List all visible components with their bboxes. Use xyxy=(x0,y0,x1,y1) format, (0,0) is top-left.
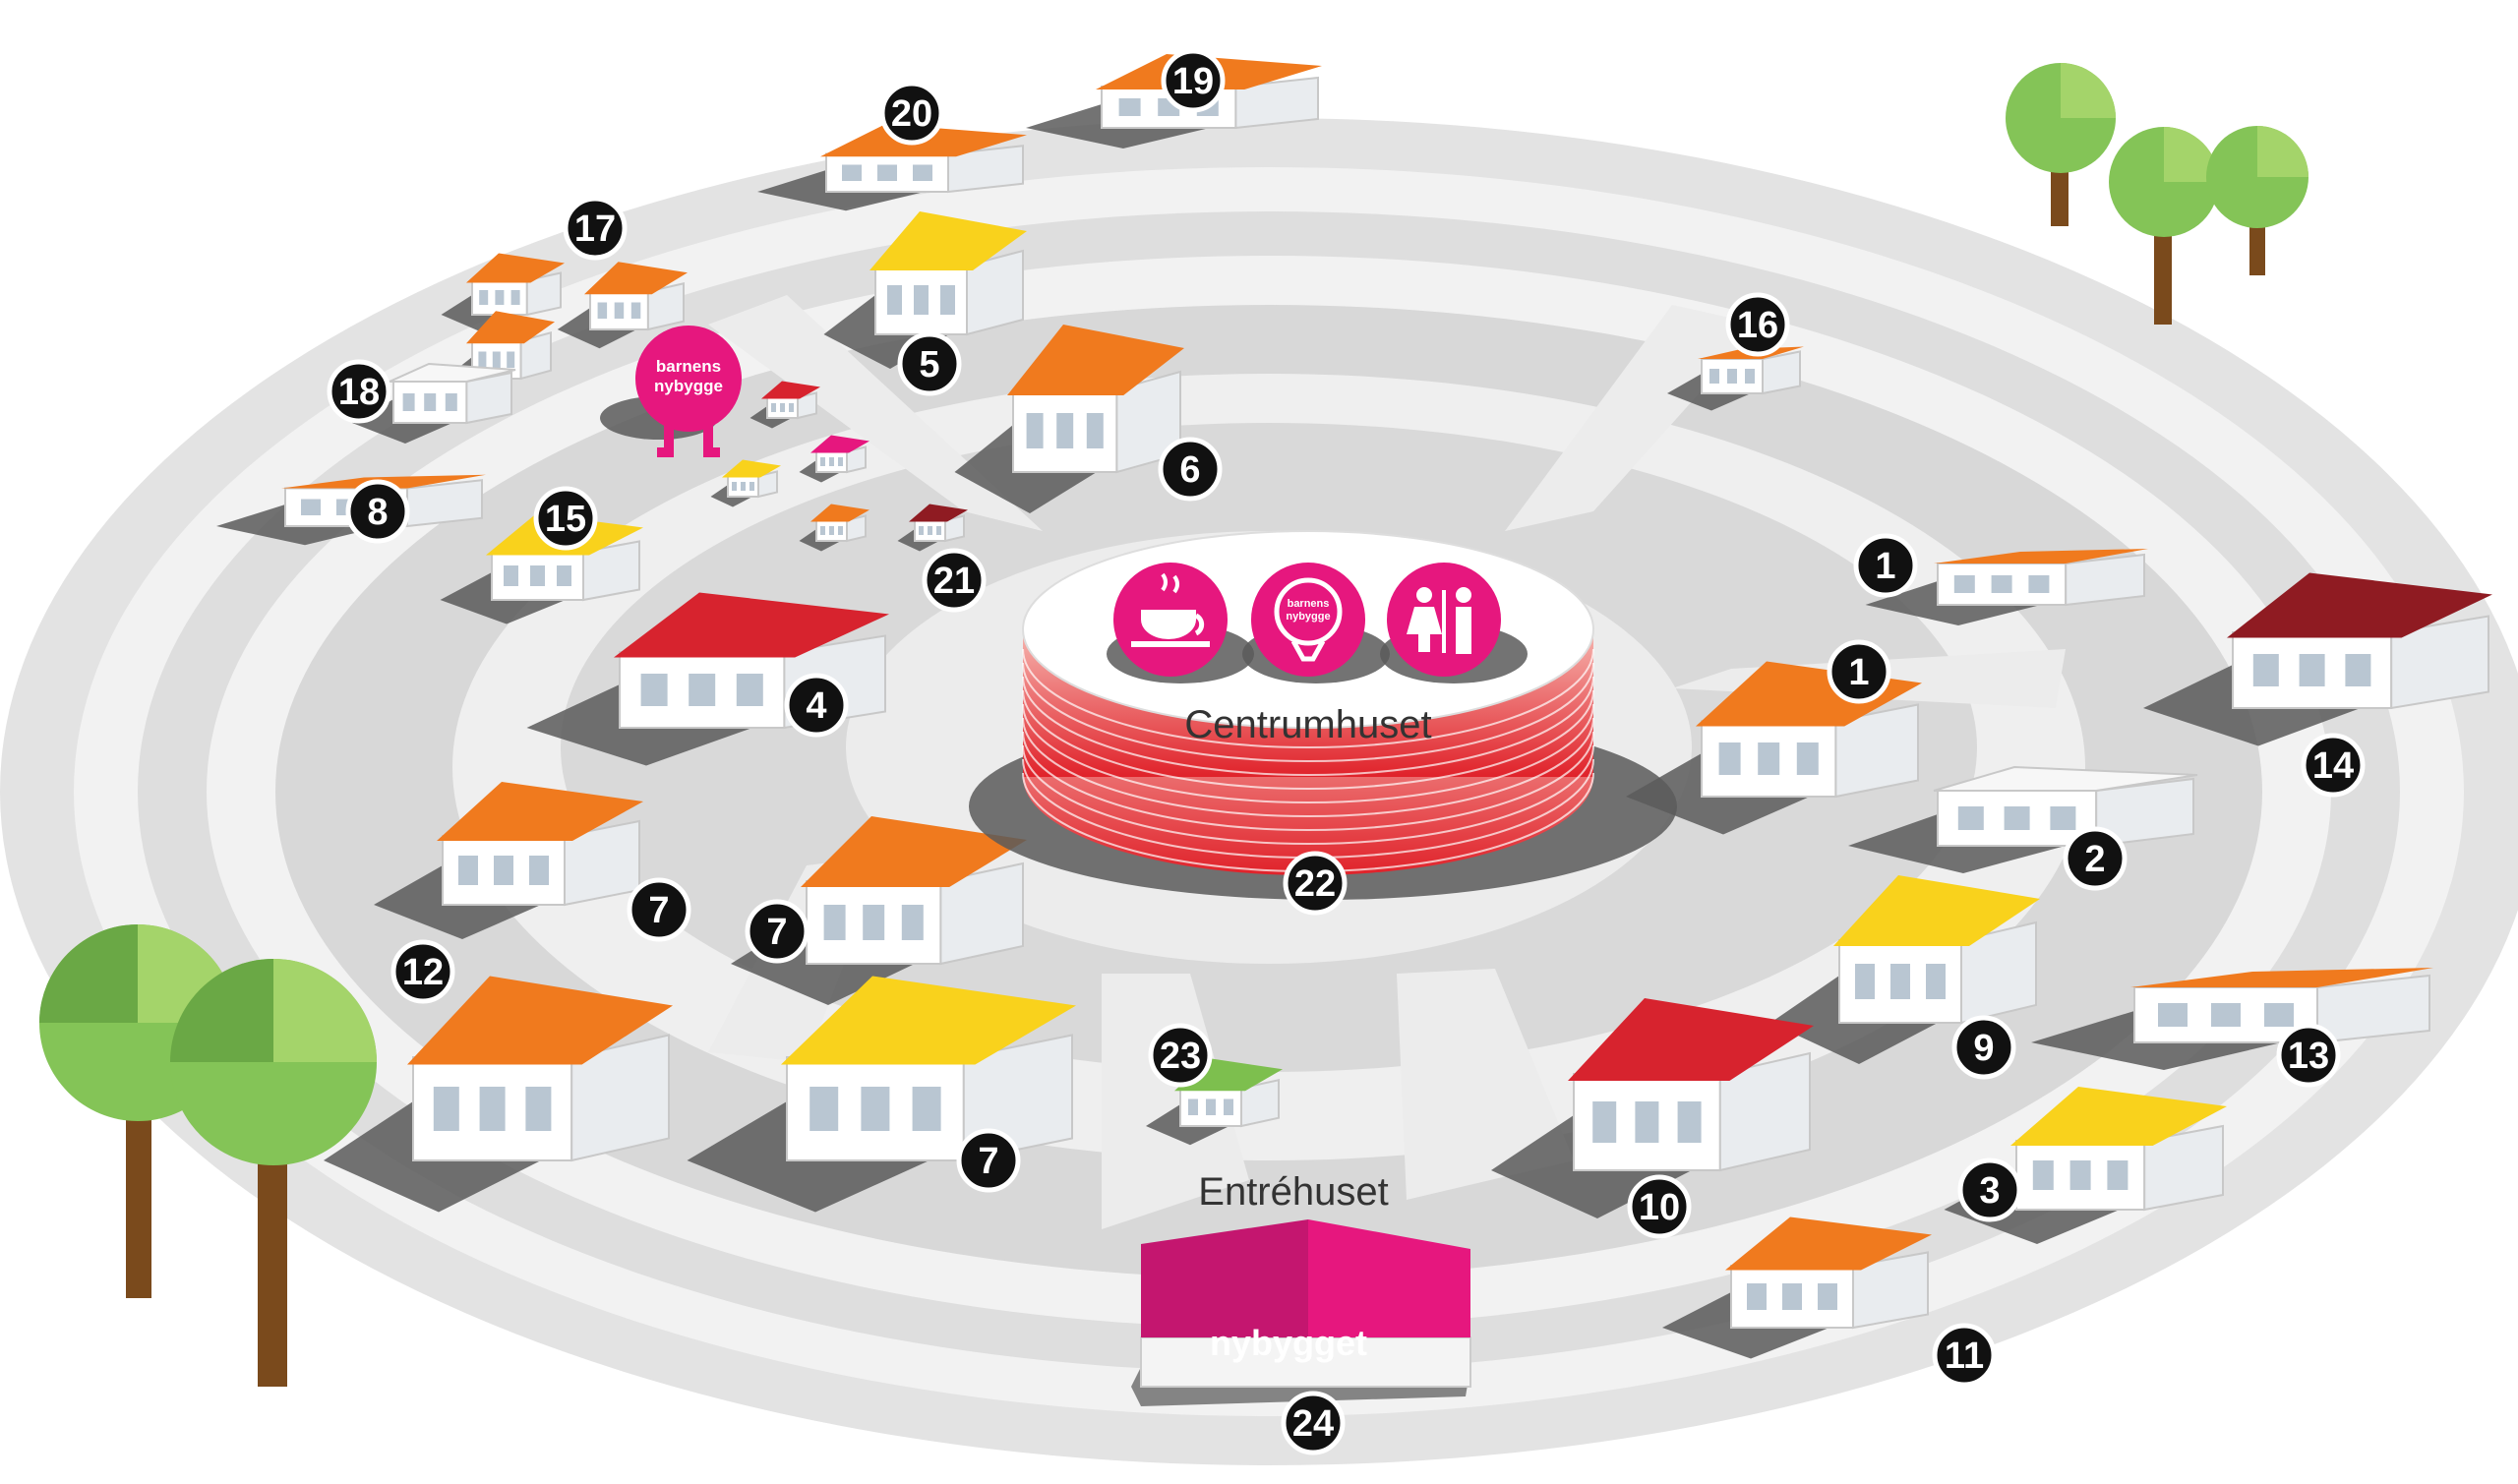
marker-label: 6 xyxy=(1179,449,1200,491)
marker-14[interactable]: 14 xyxy=(2301,733,2366,798)
entrehuset-label: Entréhuset xyxy=(1198,1170,1388,1214)
marker-10[interactable]: 10 xyxy=(1627,1174,1692,1239)
marker-label: 11 xyxy=(1945,1336,1984,1377)
house-9[interactable] xyxy=(1770,875,2040,1064)
marker-7[interactable]: 7 xyxy=(956,1128,1021,1193)
marker-7[interactable]: 7 xyxy=(627,877,691,942)
marker-label: 22 xyxy=(1294,863,1336,905)
house-7c[interactable] xyxy=(687,976,1077,1213)
marker-24[interactable]: 24 xyxy=(1281,1391,1346,1455)
nybygget-logo: nybygget xyxy=(1210,1323,1367,1363)
marker-label: 14 xyxy=(2312,745,2354,787)
house-1-north-east[interactable] xyxy=(1865,549,2149,625)
marker-label: 17 xyxy=(574,208,616,250)
marker-17[interactable]: 17 xyxy=(563,196,628,261)
marker-label: 1 xyxy=(1848,652,1869,693)
marker-label: 7 xyxy=(648,890,669,931)
kids-house-e[interactable] xyxy=(897,504,969,552)
svg-text:nybygge: nybygge xyxy=(1286,611,1330,623)
marker-6[interactable]: 6 xyxy=(1158,437,1223,502)
marker-23[interactable]: 23 xyxy=(1148,1023,1213,1088)
tree-cluster-left xyxy=(39,924,377,1387)
svg-text:barnens: barnens xyxy=(656,357,721,376)
marker-label: 7 xyxy=(766,912,787,953)
marker-label: 10 xyxy=(1639,1187,1680,1228)
marker-9[interactable]: 9 xyxy=(1951,1015,2016,1080)
marker-label: 16 xyxy=(1737,305,1778,346)
marker-20[interactable]: 20 xyxy=(879,81,944,146)
centrumhuset-building[interactable]: barnens nybygge Centrumhuset xyxy=(969,530,1677,900)
marker-11[interactable]: 11 xyxy=(1932,1323,1997,1388)
house-4[interactable] xyxy=(526,592,890,766)
marker-1[interactable]: 1 xyxy=(1827,639,1891,704)
svg-text:nybygge: nybygge xyxy=(654,377,723,395)
marker-label: 15 xyxy=(545,499,586,540)
barnens-nybygge-sign[interactable]: barnens nybygge xyxy=(600,326,742,457)
house-10[interactable] xyxy=(1491,998,1814,1218)
marker-label: 1 xyxy=(1875,546,1895,587)
marker-5[interactable]: 5 xyxy=(897,331,962,396)
house-12[interactable] xyxy=(324,976,673,1213)
restroom-icon xyxy=(1380,563,1528,683)
coffee-cup-icon xyxy=(1107,563,1254,683)
marker-18[interactable]: 18 xyxy=(327,359,391,424)
marker-12[interactable]: 12 xyxy=(390,939,455,1004)
kids-house-a[interactable] xyxy=(749,381,821,429)
number-markers: 1123456777891011121314151617181920212223… xyxy=(327,48,2366,1455)
marker-label: 21 xyxy=(933,561,975,602)
marker-1[interactable]: 1 xyxy=(1853,533,1918,598)
house-2[interactable] xyxy=(1848,765,2198,873)
marker-21[interactable]: 21 xyxy=(922,548,987,613)
marker-19[interactable]: 19 xyxy=(1161,48,1226,113)
house-7a[interactable] xyxy=(374,782,643,939)
house-8[interactable] xyxy=(216,474,486,546)
marker-7[interactable]: 7 xyxy=(745,899,809,964)
marker-label: 8 xyxy=(367,492,388,533)
marker-4[interactable]: 4 xyxy=(784,673,849,738)
marker-label: 12 xyxy=(402,952,444,993)
centrumhuset-label: Centrumhuset xyxy=(1184,703,1431,746)
house-18[interactable] xyxy=(352,362,516,444)
kids-house-b[interactable] xyxy=(799,435,870,483)
marker-label: 9 xyxy=(1973,1028,1994,1069)
marker-2[interactable]: 2 xyxy=(2063,826,2128,891)
marker-22[interactable]: 22 xyxy=(1283,851,1348,916)
marker-label: 19 xyxy=(1172,61,1214,102)
marker-label: 18 xyxy=(338,372,380,413)
tree-cluster-right xyxy=(2006,63,2308,325)
kids-house-d[interactable] xyxy=(799,504,870,552)
marker-8[interactable]: 8 xyxy=(345,479,410,544)
marker-label: 20 xyxy=(891,93,932,135)
kids-house-c[interactable] xyxy=(710,459,782,507)
house-11[interactable] xyxy=(1662,1217,1932,1359)
marker-label: 4 xyxy=(806,685,826,727)
house-17a[interactable] xyxy=(441,253,566,332)
marker-label: 7 xyxy=(978,1141,998,1182)
marker-label: 3 xyxy=(1979,1170,2000,1212)
marker-label: 13 xyxy=(2288,1036,2329,1077)
marker-label: 24 xyxy=(1292,1403,1334,1445)
marker-label: 5 xyxy=(919,344,939,386)
barnens-nybygge-icon: barnens nybygge xyxy=(1242,563,1390,683)
entrehuset-building[interactable]: nybygget Entréhuset xyxy=(1131,1170,1471,1406)
marker-label: 23 xyxy=(1160,1036,1201,1077)
house-6[interactable] xyxy=(954,325,1185,513)
house-14[interactable] xyxy=(2143,572,2492,746)
house-17b[interactable] xyxy=(557,262,688,349)
svg-text:barnens: barnens xyxy=(1288,598,1330,610)
marker-16[interactable]: 16 xyxy=(1725,292,1790,357)
house-19[interactable] xyxy=(1026,54,1322,148)
marker-3[interactable]: 3 xyxy=(1957,1158,2022,1222)
marker-13[interactable]: 13 xyxy=(2276,1023,2341,1088)
marker-label: 2 xyxy=(2084,839,2105,880)
marker-15[interactable]: 15 xyxy=(533,486,598,551)
